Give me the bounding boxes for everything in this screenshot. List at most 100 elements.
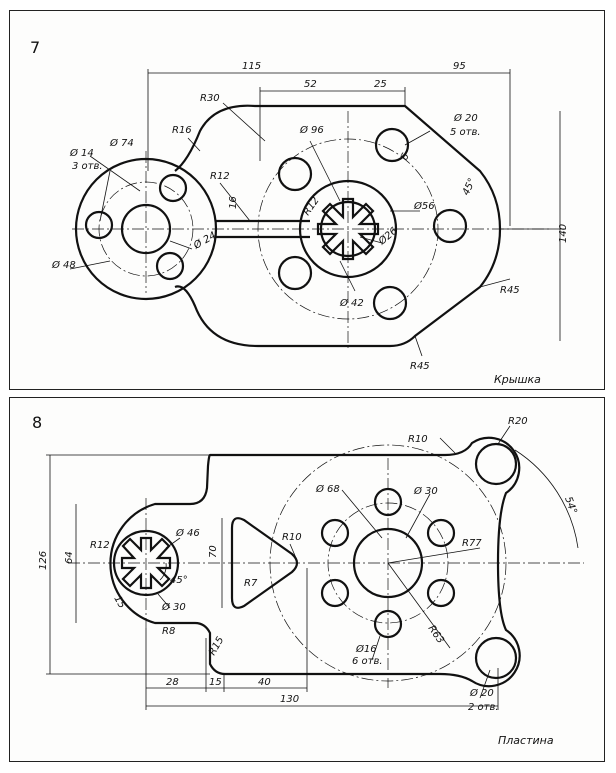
leader-r63 [387,562,451,649]
dim-r12b: R12 [301,195,321,217]
dim-28: 28 [166,677,179,688]
left-hub-hole [120,203,172,255]
leader-r30 [222,102,266,142]
bolt-circle-68 [327,502,449,624]
leader-d46 [165,537,181,549]
dim-r10a: R10 [408,434,428,445]
dim-d68: Ø 68 [315,483,340,495]
dim-r20: R20 [508,416,528,427]
arc-r77 [269,444,507,682]
dim-r10b: R10 [282,532,302,543]
drawing-8-panel: 8 R10 R20 54° Ø 68 Ø 30 [9,397,605,762]
dim-r77: R77 [462,538,482,549]
drawing-7-number: 7 [30,38,40,57]
drawing-7-caption: Крышка [494,373,541,386]
leader-r10a [439,437,456,454]
dim-54deg: 54° [562,495,578,515]
triangle-window [230,517,299,609]
lobe-hole-top [474,442,518,486]
drawing-8-caption: Пластина [498,734,554,747]
outer-contour [174,104,502,348]
dim-64: 64 [64,551,75,564]
leader-d74 [89,155,141,192]
angle-arc-45 [159,562,167,581]
leader-r16 [187,137,201,152]
drawing-7-panel: 7 115 95 52 25 R30 R16 [9,10,605,390]
cross-cutout [316,197,380,261]
dim-r45b: R45 [410,361,430,372]
leader-d26 [359,236,383,244]
bolt-circle-96 [257,138,439,320]
bolt-hole-3 [426,578,456,608]
leader-d68 [341,489,383,539]
leader-r10b [289,543,297,559]
dim-15h: 15 [209,677,222,688]
drawing-8-number: 8 [32,413,42,432]
leader-d14 [99,170,111,222]
dim-d56: Ø56 [413,200,435,212]
dim-r7: R7 [244,578,258,589]
dim-d48: Ø 48 [51,259,76,271]
dim-6: 6 [399,151,412,162]
dim-d14-count: 3 отв. [72,161,103,172]
dim-d20-count: 5 отв. [450,127,481,138]
leader-d16 [371,635,381,661]
left-hole-2 [158,173,188,203]
central-bore [352,527,424,599]
bolt-hole-6 [320,518,350,548]
dim-d46: Ø 46 [175,527,200,539]
dim-d16-count: 6 отв. [352,656,383,667]
bolt-hole-2 [374,127,410,163]
dim-d20-label: Ø 20 [469,687,494,699]
drawing-8-svg: 8 R10 R20 54° Ø 68 Ø 30 [32,413,584,747]
dim-130: 130 [280,694,299,705]
leader-d20 [404,130,431,146]
leader-r45a [479,278,511,288]
left-boss-circle [74,157,218,301]
leader-d30b [157,593,171,609]
bolt-hole-5 [277,255,313,291]
outer-contour [109,436,521,688]
dim-d96: Ø 96 [299,124,324,136]
lobe-hole-bottom [474,636,518,680]
leader-r45b [414,335,423,357]
bolt-hole-5 [320,578,350,608]
dim-d30b: Ø 30 [161,601,186,613]
dim-d20-label: Ø 20 [453,112,478,124]
leader-r12a [219,182,251,222]
dim-r8: R8 [162,626,175,637]
dim-16: 16 [228,196,239,209]
leader-r77 [387,547,481,564]
dim-d74: Ø 74 [109,137,134,149]
bolt-circle-48 [98,181,194,277]
drawing-7-svg: 7 115 95 52 25 R30 R16 [30,38,569,386]
dim-r16: R16 [172,125,192,136]
left-hole-3 [155,251,185,281]
dim-45deg: 45° [170,575,188,586]
left-hole-1 [84,210,114,240]
leader-d42 [339,260,356,292]
dim-140: 140 [558,224,569,243]
left-hub-circle [112,529,180,597]
dim-d30a: Ø 30 [413,485,438,497]
angle-arc-54 [514,449,579,549]
dim-d14-label: Ø 14 [69,147,94,159]
dim-r45a: R45 [500,285,520,296]
dim-r12a: R12 [210,171,230,182]
dim-d42: Ø 42 [339,297,364,309]
leader-d24 [169,240,193,250]
bolt-hole-1 [277,156,313,192]
dim-d16-label: Ø16 [355,643,377,655]
bolt-hole-2 [426,518,456,548]
dim-d20-count: 2 отв. [468,702,499,713]
dim-115: 115 [242,61,261,72]
leader-d20 [479,669,491,699]
dim-45deg: 45° [461,177,478,198]
inner-bore [319,200,377,258]
dim-r30: R30 [200,93,220,104]
dim-70: 70 [208,545,219,558]
bolt-hole-4 [372,285,408,321]
leader-d96 [309,140,341,202]
dim-r12: R12 [90,540,110,551]
slot-connector [216,219,310,239]
